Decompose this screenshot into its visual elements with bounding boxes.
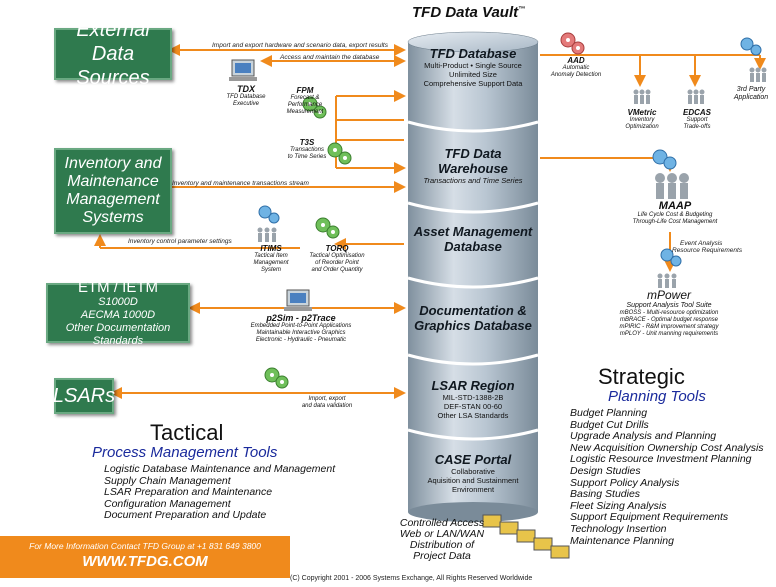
inventory-systems-box: Inventory and Maintenance Management Sys… xyxy=(54,148,172,234)
list-item: Upgrade Analysis and Planning xyxy=(570,430,717,443)
list-item: Logistic Resource Investment Planning xyxy=(570,453,752,466)
resource-req-label: Resource Requirements xyxy=(672,247,743,254)
contact-line: For More Information Contact TFD Group a… xyxy=(29,541,261,551)
strategic-list: Budget Planning Budget Cut Drills Upgrad… xyxy=(570,407,764,547)
vault-title: TFD Data Vault™ xyxy=(412,4,526,21)
db-asset-management: Asset Management Database xyxy=(413,224,533,254)
copyright: (C) Copyright 2001 - 2006 Systems Exchan… xyxy=(290,575,533,582)
list-item: Maintenance Planning xyxy=(570,534,674,547)
external-data-sources-box: External Data Sources xyxy=(54,19,172,89)
flow-arrows xyxy=(94,44,766,399)
tactical-heading: Tactical xyxy=(150,420,224,445)
gear-icons xyxy=(258,32,762,389)
list-item: Design Studies xyxy=(570,464,641,477)
db-case-portal: CASE Portal Collaborative Aquisition and… xyxy=(427,452,519,494)
controlled-access-text: Controlled Access Web or LAN/WAN Distrib… xyxy=(399,517,485,562)
contact-box: For More Information Contact TFD Group a… xyxy=(0,536,290,578)
strategic-heading: Strategic xyxy=(598,364,685,389)
etm-ietm-box: ETM / IETM S1000D AECMA 1000D Other Docu… xyxy=(46,279,190,347)
laptop-icons xyxy=(482,514,570,559)
strategic-subheading: Planning Tools xyxy=(608,388,706,405)
list-item: Support Policy Analysis xyxy=(570,476,680,489)
inventory-control-label: Inventory control parameter settings xyxy=(128,238,232,245)
list-item: LSAR Preparation and Maintenance xyxy=(104,486,273,499)
inventory-stream-label: Inventory and maintenance transactions s… xyxy=(172,180,309,187)
list-item: Support Equipment Requirements xyxy=(570,511,729,524)
tool-mpower: mPower Support Analysis Tool Suite mBOSS… xyxy=(619,288,719,337)
list-item: Budget Planning xyxy=(570,407,648,419)
access-maintain-label: Access and maintain the database xyxy=(280,54,380,61)
db-lsar-region: LSAR Region MIL-STD-1388-2B DEF-STAN 00-… xyxy=(431,378,515,420)
tool-p2sim: p2Sim - p2Trace Embedded Point-to-Point … xyxy=(250,313,352,343)
lsars-box: LSARs xyxy=(53,378,115,414)
db-data-warehouse: TFD Data Warehouse Transactions and Time… xyxy=(423,146,523,185)
list-item: New Acquisition Ownership Cost Analysis xyxy=(570,441,764,454)
list-item: Document Preparation and Update xyxy=(104,509,267,522)
list-item: Basing Studies xyxy=(570,488,641,501)
tactical-subheading: Process Management Tools xyxy=(92,444,278,461)
list-item: Budget Cut Drills xyxy=(570,418,649,431)
list-item: Fleet Sizing Analysis xyxy=(570,499,667,512)
db-documentation-graphics: Documentation & Graphics Database xyxy=(414,303,532,333)
list-item: Logistic Database Maintenance and Manage… xyxy=(104,463,336,475)
list-item: Supply Chain Management xyxy=(104,474,231,487)
event-analysis-label: Event Analysis xyxy=(680,240,723,247)
computer-icons xyxy=(229,59,312,311)
people-icons xyxy=(257,67,767,288)
db-tfd-database: TFD Database Multi-Product • Single Sour… xyxy=(423,46,523,88)
database-cylinders xyxy=(407,31,539,522)
tactical-list: Logistic Database Maintenance and Manage… xyxy=(104,463,336,522)
website-link[interactable]: WWW.TFDG.COM xyxy=(82,553,208,570)
list-item: Technology Insertion xyxy=(570,522,667,535)
import-export-label: Import and export hardware and scenario … xyxy=(212,42,388,49)
list-item: Configuration Management xyxy=(104,497,231,510)
